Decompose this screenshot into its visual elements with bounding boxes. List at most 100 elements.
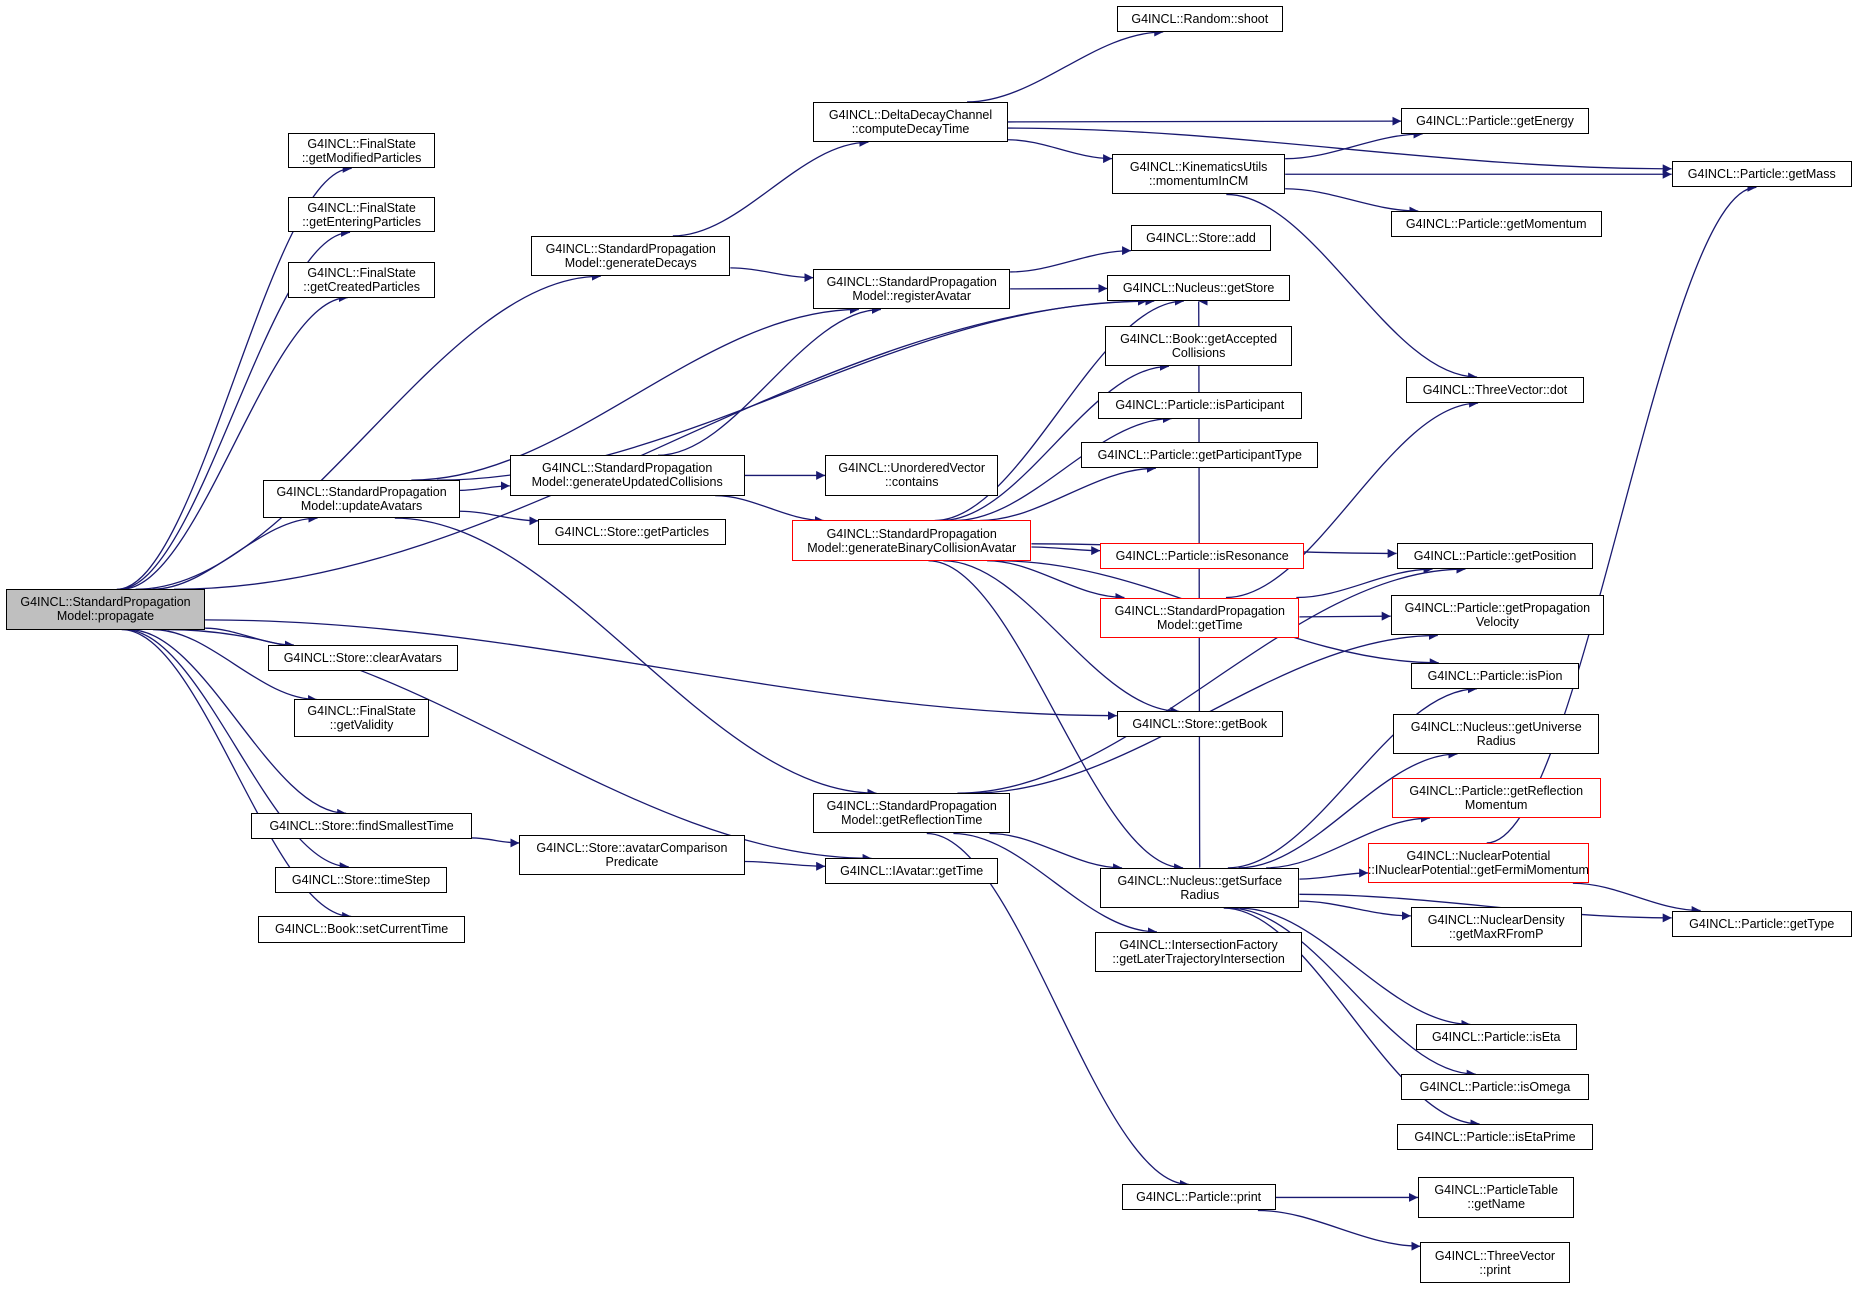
node-update-avatars[interactable]: G4INCL::StandardPropagation Model::updat…: [263, 480, 460, 519]
edge-getReflectionTime-to-getSurfaceRadius: [989, 832, 1123, 873]
node-get-energy[interactable]: G4INCL::Particle::getEnergy: [1401, 107, 1589, 134]
node-book-get-accepted-collisions[interactable]: G4INCL::Book::getAccepted Collisions: [1104, 326, 1293, 367]
edge-getSurfaceRadius-to-isOmega: [1229, 907, 1476, 1079]
node-random-shoot[interactable]: G4INCL::Random::shoot: [1116, 5, 1283, 32]
node-find-smallest-time[interactable]: G4INCL::Store::findSmallestTime: [251, 813, 472, 840]
edge-getFermiMomentum-to-getType: [1572, 882, 1701, 916]
node-is-participant[interactable]: G4INCL::Particle::isParticipant: [1097, 392, 1302, 419]
node-is-eta[interactable]: G4INCL::Particle::isEta: [1415, 1024, 1577, 1051]
edge-propagate-to-timeStep: [124, 628, 349, 872]
edge-spmGetTime-to-getPosition: [1296, 564, 1433, 599]
edge-computeDecayTime-to-getEnergy: [1007, 116, 1402, 126]
node-generate-updated-collisions[interactable]: G4INCL::StandardPropagation Model::gener…: [509, 455, 745, 496]
edge-updateAvatars-to-getReflectionTime: [394, 517, 877, 798]
edge-getReflectionTime-to-particlePrint: [926, 832, 1189, 1189]
edge-getReflectionTime-to-getPosition: [957, 564, 1466, 794]
edge-getSurfaceRadius-to-nucleusGetStore: [1198, 300, 1208, 869]
node-get-momentum[interactable]: G4INCL::Particle::getMomentum: [1390, 211, 1602, 238]
node-is-eta-prime[interactable]: G4INCL::Particle::isEtaPrime: [1396, 1123, 1594, 1150]
node-nucleus-get-store[interactable]: G4INCL::Nucleus::getStore: [1107, 275, 1290, 302]
node-is-omega[interactable]: G4INCL::Particle::isOmega: [1401, 1074, 1589, 1101]
edge-computeDecayTime-to-momentumInCM: [1007, 139, 1113, 164]
edge-registerAvatar-to-storeAdd: [1010, 246, 1132, 273]
edge-getSurfaceRadius-to-getMaxRFromP: [1299, 900, 1411, 921]
edge-propagate-to-getCreatedParticles: [121, 293, 348, 590]
node-get-participant-type[interactable]: G4INCL::Particle::getParticipantType: [1081, 442, 1319, 469]
node-is-resonance[interactable]: G4INCL::Particle::isResonance: [1100, 542, 1305, 570]
edge-updateAvatars-to-nucleusGetStore: [436, 296, 1147, 481]
edge-momentumInCM-to-threeVectorDot: [1226, 193, 1478, 382]
node-get-surface-radius[interactable]: G4INCL::Nucleus::getSurface Radius: [1100, 867, 1300, 909]
edge-generateUpdatedCollisions-to-generateBinaryCollisionAvatar: [715, 494, 824, 525]
edge-propagate-to-clearAvatars: [205, 627, 294, 650]
edge-updateAvatars-to-storeGetParticles: [460, 510, 539, 526]
edge-generateBinaryCollisionAvatar-to-getSurfaceRadius: [928, 560, 1184, 873]
edge-propagate-to-storeGetBook: [205, 619, 1117, 721]
edge-propagate-to-getEnteringParticles: [118, 227, 351, 590]
node-iavatar-get-time[interactable]: G4INCL::IAvatar::getTime: [825, 858, 999, 885]
node-store-get-particles[interactable]: G4INCL::Store::getParticles: [538, 519, 726, 546]
edge-spmGetTime-to-threeVectorDot: [1225, 398, 1479, 599]
edge-propagate-to-iavatarGetTime: [167, 628, 872, 863]
node-get-reflection-momentum[interactable]: G4INCL::Particle::getReflection Momentum: [1391, 777, 1601, 819]
edge-findSmallestTime-to-avatarComparisonPredicate: [471, 837, 520, 848]
edge-propagate-to-generateDecays: [135, 271, 601, 590]
edge-momentumInCM-to-getEnergy: [1285, 129, 1423, 160]
edge-getReflectionTime-to-getLaterTrajectoryIntersection: [953, 832, 1157, 937]
node-clear-avatars[interactable]: G4INCL::Store::clearAvatars: [267, 644, 458, 672]
edge-generateBinaryCollisionAvatar-to-isResonance: [1031, 546, 1101, 556]
node-three-vector-dot[interactable]: G4INCL::ThreeVector::dot: [1406, 377, 1584, 404]
node-get-fermi-momentum[interactable]: G4INCL::NuclearPotential ::INuclearPoten…: [1368, 842, 1589, 884]
edge-propagate-to-findSmallestTime: [129, 628, 347, 818]
edge-getSurfaceRadius-to-getFermiMomentum: [1299, 868, 1369, 880]
edge-getSurfaceRadius-to-isEta: [1239, 907, 1471, 1029]
edge-generateUpdatedCollisions-to-registerAvatar: [657, 304, 881, 456]
node-compute-decay-time[interactable]: G4INCL::DeltaDecayChannel ::computeDecay…: [813, 101, 1008, 143]
edge-propagate-to-updateAvatars: [152, 513, 318, 590]
node-get-type[interactable]: G4INCL::Particle::getType: [1671, 910, 1852, 937]
edge-propagate-to-setCurrentTime: [121, 628, 352, 921]
edge-propagate-to-getValidity: [152, 628, 318, 704]
edge-generateBinaryCollisionAvatar-to-nucleusGetStore: [934, 296, 1184, 522]
edge-updateAvatars-to-generateUpdatedCollisions: [460, 481, 510, 491]
node-register-avatar[interactable]: G4INCL::StandardPropagation Model::regis…: [813, 269, 1011, 310]
node-get-reflection-time[interactable]: G4INCL::StandardPropagation Model::getRe…: [813, 793, 1011, 834]
node-get-modified-particles[interactable]: G4INCL::FinalState ::getModifiedParticle…: [288, 132, 436, 169]
edge-generateBinaryCollisionAvatar-to-isParticipant: [954, 414, 1173, 522]
edge-particlePrint-to-threeVectorPrint: [1257, 1209, 1421, 1251]
node-get-created-particles[interactable]: G4INCL::FinalState ::getCreatedParticles: [288, 262, 436, 298]
edge-getSurfaceRadius-to-getType: [1299, 893, 1672, 923]
node-generate-binary-collision-avatar[interactable]: G4INCL::StandardPropagation Model::gener…: [791, 520, 1032, 561]
node-generate-decays[interactable]: G4INCL::StandardPropagation Model::gener…: [531, 235, 731, 277]
node-unordered-vector-contains[interactable]: G4INCL::UnorderedVector ::contains: [825, 455, 999, 496]
edge-propagate-to-nucleusGetStore: [174, 296, 1155, 590]
node-store-get-book[interactable]: G4INCL::Store::getBook: [1116, 711, 1283, 738]
node-momentum-in-cm[interactable]: G4INCL::KinematicsUtils ::momentumInCM: [1112, 154, 1286, 195]
node-get-validity[interactable]: G4INCL::FinalState ::getValidity: [294, 699, 430, 738]
node-get-propagation-velocity[interactable]: G4INCL::Particle::getPropagation Velocit…: [1390, 595, 1605, 636]
node-get-universe-radius[interactable]: G4INCL::Nucleus::getUniverse Radius: [1393, 713, 1600, 755]
node-particle-print[interactable]: G4INCL::Particle::print: [1121, 1184, 1276, 1211]
node-set-current-time[interactable]: G4INCL::Book::setCurrentTime: [258, 916, 465, 943]
node-get-max-r-from-p[interactable]: G4INCL::NuclearDensity ::getMaxRFromP: [1410, 906, 1582, 948]
node-get-position[interactable]: G4INCL::Particle::getPosition: [1396, 542, 1594, 570]
node-store-add[interactable]: G4INCL::Store::add: [1131, 225, 1271, 252]
edge-generateBinaryCollisionAvatar-to-getParticipantType: [979, 463, 1156, 522]
node-is-pion[interactable]: G4INCL::Particle::isPion: [1410, 662, 1580, 689]
node-avatar-comparison-predicate[interactable]: G4INCL::Store::avatarComparison Predicat…: [519, 834, 745, 875]
node-propagate[interactable]: G4INCL::StandardPropagation Model::propa…: [5, 589, 206, 630]
node-get-entering-particles[interactable]: G4INCL::FinalState ::getEnteringParticle…: [288, 196, 436, 233]
edge-spmGetTime-to-getPropagationVelocity: [1299, 611, 1391, 621]
edge-generateBinaryCollisionAvatar-to-spmGetTime: [987, 560, 1125, 603]
node-particle-table-get-name[interactable]: G4INCL::ParticleTable ::getName: [1417, 1177, 1575, 1218]
node-get-later-trajectory-intersection[interactable]: G4INCL::IntersectionFactory ::getLaterTr…: [1095, 931, 1302, 973]
node-standard-propagation-get-time[interactable]: G4INCL::StandardPropagation Model::getTi…: [1100, 597, 1300, 638]
edge-getSurfaceRadius-to-getReflectionMomentum: [1266, 813, 1430, 869]
node-time-step[interactable]: G4INCL::Store::timeStep: [275, 866, 447, 893]
edge-getSurfaceRadius-to-isPion: [1227, 684, 1477, 869]
node-get-mass[interactable]: G4INCL::Particle::getMass: [1671, 161, 1852, 188]
edge-generateBinaryCollisionAvatar-to-storeGetBook: [943, 560, 1180, 716]
node-three-vector-print[interactable]: G4INCL::ThreeVector ::print: [1420, 1242, 1570, 1283]
